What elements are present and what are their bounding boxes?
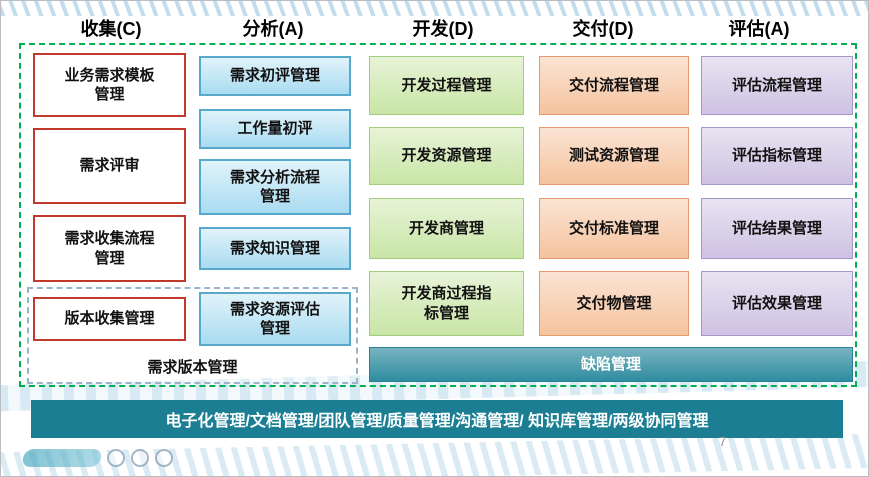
business-requirement-template-box: 业务需求模板管理 — [33, 53, 186, 117]
header-deliver: 交付(D) — [572, 19, 634, 39]
delivery-process-box: 交付流程管理 — [539, 56, 689, 115]
requirement-analysis-process-box: 需求分析流程管理 — [199, 159, 351, 215]
evaluation-process-box: 评估流程管理 — [701, 56, 853, 115]
page-number: 7 — [719, 434, 727, 449]
deliverable-management-box: 交付物管理 — [539, 271, 689, 336]
development-resource-box: 开发资源管理 — [369, 127, 524, 185]
development-process-box: 开发过程管理 — [369, 56, 524, 115]
developer-management-box: 开发商管理 — [369, 198, 524, 259]
requirement-collection-process-box: 需求收集流程管理 — [33, 215, 186, 282]
header-collect: 收集(C) — [80, 19, 142, 39]
bottom-management-bar: 电子化管理/文档管理/团队管理/质量管理/沟通管理/ 知识库管理/两级协同管理 — [31, 400, 843, 438]
workload-initial-estimate-box: 工作量初评 — [199, 109, 351, 149]
delivery-standard-box: 交付标准管理 — [539, 198, 689, 259]
requirement-review-box: 需求评审 — [33, 128, 186, 204]
footer-logo — [21, 446, 173, 470]
developer-process-metrics-box: 开发商过程指标管理 — [369, 271, 524, 336]
top-stripe-decoration — [1, 1, 868, 16]
requirement-initial-review-box: 需求初评管理 — [199, 56, 351, 96]
requirement-knowledge-box: 需求知识管理 — [199, 227, 351, 270]
evaluation-metrics-box: 评估指标管理 — [701, 127, 853, 185]
test-resource-box: 测试资源管理 — [539, 127, 689, 185]
logo-badge-3 — [155, 449, 173, 467]
requirement-version-label: 需求版本管理 — [147, 359, 238, 376]
logo-mark — [21, 449, 103, 467]
defect-management-box: 缺陷管理 — [369, 347, 853, 382]
process-frame — [19, 43, 857, 387]
logo-badge-1 — [107, 449, 125, 467]
header-develop: 开发(D) — [412, 19, 474, 39]
header-evaluate: 评估(A) — [728, 19, 790, 39]
version-collection-box: 版本收集管理 — [33, 297, 186, 341]
evaluation-result-box: 评估结果管理 — [701, 198, 853, 259]
logo-badge-2 — [131, 449, 149, 467]
header-analyze: 分析(A) — [242, 19, 304, 39]
evaluation-effect-box: 评估效果管理 — [701, 271, 853, 336]
requirement-resource-evaluation-box: 需求资源评估管理 — [199, 292, 351, 346]
